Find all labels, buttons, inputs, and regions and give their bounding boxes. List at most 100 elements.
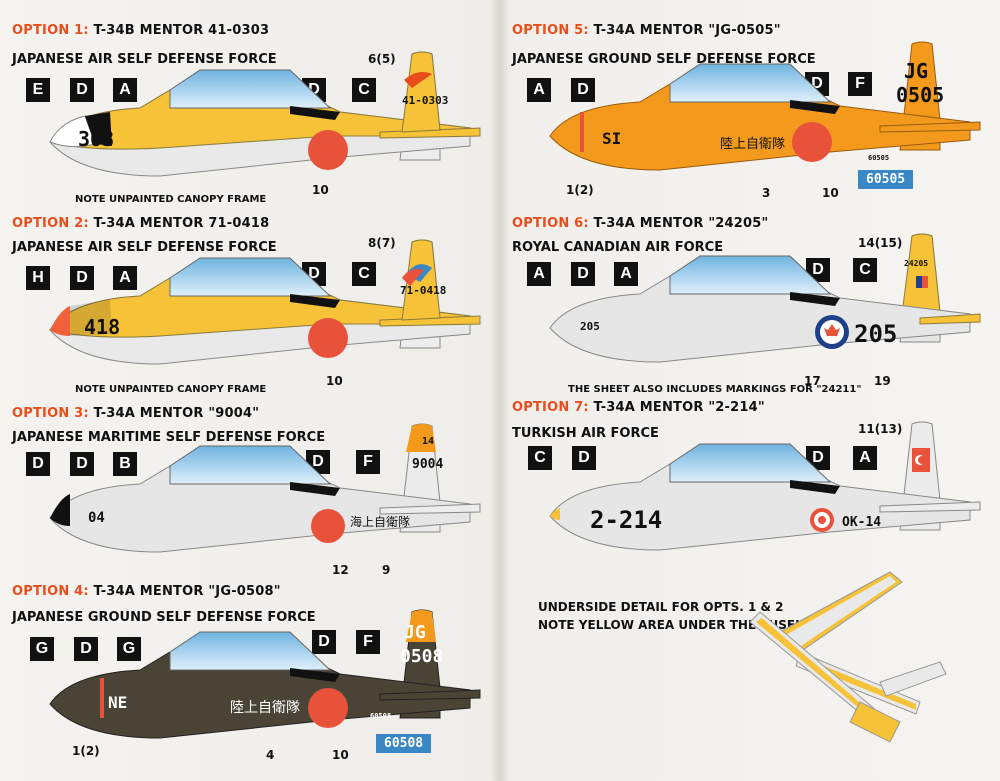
underside-view bbox=[749, 571, 947, 743]
option-1-note: NOTE UNPAINTED CANOPY FRAME bbox=[75, 194, 267, 205]
callout-number: 10 bbox=[332, 748, 349, 762]
aircraft-profile-opt7: 2-214 OK-14 bbox=[549, 421, 981, 551]
tail-serial: 9004 bbox=[412, 457, 443, 472]
aircraft-profile-opt6: 24205 205 205 bbox=[549, 233, 981, 363]
option-5-title: T-34A MENTOR "JG-0505" bbox=[593, 23, 781, 38]
tail-code: JG bbox=[904, 59, 928, 83]
callout-letter: F bbox=[848, 72, 872, 96]
aircraft-profile-opt4: JG 0508 NE 陸上自衛隊 60508 bbox=[49, 609, 481, 739]
callout-number: 8(7) bbox=[368, 236, 396, 250]
option-1-title: T-34B MENTOR 41-0303 bbox=[93, 23, 270, 38]
callout-letter: D bbox=[74, 637, 98, 661]
option-5-heading: OPTION 5: T-34A MENTOR "JG-0505" bbox=[512, 23, 781, 38]
callout-letter: C bbox=[528, 446, 552, 470]
callout-letter: A bbox=[614, 262, 638, 286]
callout-number: 10 bbox=[326, 374, 343, 388]
fuselage-number: 205 bbox=[854, 320, 897, 348]
callout-number: 14(15) bbox=[858, 236, 903, 250]
callout-letter: C bbox=[853, 258, 877, 282]
option-2-label: OPTION 2: bbox=[12, 216, 89, 231]
callout-number: 19 bbox=[874, 374, 891, 388]
callout-letter: D bbox=[70, 266, 94, 290]
callout-letter: A bbox=[113, 266, 137, 290]
callout-letter: C bbox=[352, 262, 376, 286]
callout-letter: D bbox=[312, 630, 336, 654]
callout-number: 9 bbox=[382, 563, 391, 577]
callout-letter: D bbox=[70, 78, 94, 102]
callout-letter: D bbox=[571, 262, 595, 286]
option-2-title: T-34A MENTOR 71-0418 bbox=[93, 216, 270, 231]
option-5-label: OPTION 5: bbox=[512, 23, 589, 38]
callout-letter: G bbox=[30, 637, 54, 661]
callout-number: 3 bbox=[762, 186, 771, 200]
option-4-label: OPTION 4: bbox=[12, 584, 89, 599]
fuselage-code: OK-14 bbox=[842, 515, 881, 530]
option-5-force: JAPANESE GROUND SELF DEFENSE FORCE bbox=[512, 52, 816, 67]
option-6-title: T-34A MENTOR "24205" bbox=[593, 216, 769, 231]
kanji-marking: 陸上自衛隊 bbox=[230, 700, 300, 716]
tail-serial: 0508 bbox=[400, 646, 443, 667]
tail-serial: 71-0418 bbox=[400, 284, 446, 297]
option-7-force: TURKISH AIR FORCE bbox=[512, 426, 659, 441]
option-2-heading: OPTION 2: T-34A MENTOR 71-0418 bbox=[12, 216, 269, 231]
callout-number: 1(2) bbox=[566, 183, 594, 197]
callout-letter: A bbox=[113, 78, 137, 102]
kanji-marking: 海上自衛隊 bbox=[350, 514, 410, 529]
callout-letter: A bbox=[527, 262, 551, 286]
tail-serial: 0505 bbox=[896, 83, 944, 107]
nose-number: SI bbox=[602, 129, 621, 148]
callout-letter: D bbox=[572, 446, 596, 470]
callout-letter: G bbox=[117, 637, 141, 661]
small-serial: 60508 bbox=[370, 712, 391, 720]
callout-letter: C bbox=[352, 78, 376, 102]
callout-letter: B bbox=[113, 452, 137, 476]
serial-box: 60505 bbox=[858, 170, 914, 189]
option-2-force: JAPANESE AIR SELF DEFENSE FORCE bbox=[12, 240, 277, 255]
option-4-title: T-34A MENTOR "JG-0508" bbox=[93, 584, 281, 599]
option-4-heading: OPTION 4: T-34A MENTOR "JG-0508" bbox=[12, 584, 281, 599]
small-serial: 60505 bbox=[868, 154, 889, 162]
option-6-label: OPTION 6: bbox=[512, 216, 589, 231]
option-3-force: JAPANESE MARITIME SELF DEFENSE FORCE bbox=[12, 430, 326, 445]
callout-number: 11(13) bbox=[858, 422, 903, 436]
option-6-heading: OPTION 6: T-34A MENTOR "24205" bbox=[512, 216, 769, 231]
callout-number: 1(2) bbox=[72, 744, 100, 758]
nose-number: 04 bbox=[88, 510, 105, 526]
option-1-label: OPTION 1: bbox=[12, 23, 89, 38]
nose-number: 418 bbox=[84, 315, 120, 339]
option-7-title: T-34A MENTOR "2-214" bbox=[593, 400, 765, 415]
callout-letter: D bbox=[26, 452, 50, 476]
callout-number: 4 bbox=[266, 748, 275, 762]
callout-letter: D bbox=[571, 78, 595, 102]
callout-letter: E bbox=[26, 78, 50, 102]
aircraft-profile-opt2: 418 71-0418 bbox=[49, 239, 481, 365]
nose-number: NE bbox=[108, 693, 127, 712]
option-7-heading: OPTION 7: T-34A MENTOR "2-214" bbox=[512, 400, 765, 415]
aircraft-profile-opt1: 303 41-0303 bbox=[49, 51, 481, 177]
option-3-heading: OPTION 3: T-34A MENTOR "9004" bbox=[12, 406, 259, 421]
kanji-marking: 陸上自衛隊 bbox=[720, 136, 785, 152]
option-1-heading: OPTION 1: T-34B MENTOR 41-0303 bbox=[12, 23, 269, 38]
callout-number: 17 bbox=[804, 374, 821, 388]
option-2-note: NOTE UNPAINTED CANOPY FRAME bbox=[75, 384, 267, 395]
callout-letter: D bbox=[70, 452, 94, 476]
tail-code: JG bbox=[404, 622, 426, 643]
callout-number: 10 bbox=[822, 186, 839, 200]
callout-number: 10 bbox=[312, 183, 329, 197]
option-4-force: JAPANESE GROUND SELF DEFENSE FORCE bbox=[12, 610, 316, 625]
option-3-title: T-34A MENTOR "9004" bbox=[93, 406, 260, 421]
underside-note-1: UNDERSIDE DETAIL FOR OPTS. 1 & 2 bbox=[538, 600, 784, 614]
option-6-note: THE SHEET ALSO INCLUDES MARKINGS FOR "24… bbox=[568, 384, 862, 395]
aircraft-profile-opt3: 04 14 9004 海上自衛隊 bbox=[49, 423, 481, 553]
callout-letter: A bbox=[527, 78, 551, 102]
aircraft-profile-opt5: JG 0505 SI 陸上自衛隊 60505 bbox=[549, 41, 981, 171]
serial-box: 60508 bbox=[376, 734, 432, 753]
tail-serial: 41-0303 bbox=[402, 94, 448, 107]
tail-serial: 24205 bbox=[904, 259, 928, 268]
tail-code: 14 bbox=[422, 436, 434, 447]
nose-number: 205 bbox=[580, 320, 600, 333]
callout-number: 12 bbox=[332, 563, 349, 577]
callout-number: 6(5) bbox=[368, 52, 396, 66]
nose-number: 303 bbox=[78, 127, 114, 151]
callout-letter: F bbox=[356, 630, 380, 654]
